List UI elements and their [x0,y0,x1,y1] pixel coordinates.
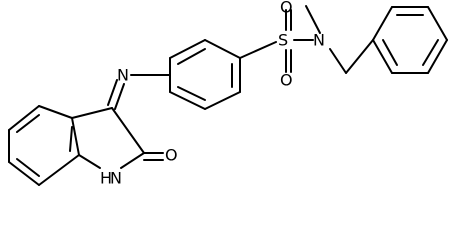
sulfur-label: S [278,31,288,50]
oxindole-five-membered-ring [71,107,145,169]
ring-nh-nitrogen-label: N [110,169,122,188]
ring-nh-hydrogen-label: H [100,169,112,188]
sulfonamide-nitrogen-label: N [313,31,325,50]
atom-labels: S O O N N O H N [100,0,325,188]
molecule-structure: S O O N N O H N [8,0,448,188]
oxygen-bottom-label: O [280,71,293,90]
n-methyl-bond [305,5,321,34]
carbonyl-oxygen-label: O [165,146,178,165]
benzyl-phenyl-ring [372,6,448,74]
imine-nitrogen-label: N [117,66,129,85]
sulfonyl-bonds [239,9,314,73]
carbonyl-bond [143,152,164,161]
central-benzene-ring [169,39,241,110]
imine-linkage [107,74,171,110]
oxindole-benzene-ring [8,105,80,186]
oxygen-top-label: O [280,0,293,17]
benzyl-methylene-bonds [329,39,374,74]
